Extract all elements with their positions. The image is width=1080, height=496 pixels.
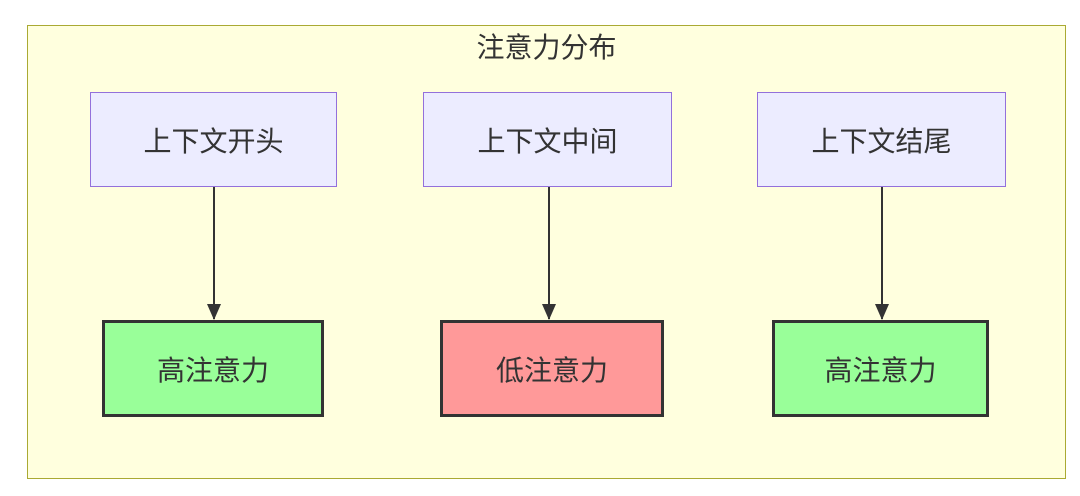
node-context-middle: 上下文中间 — [423, 92, 672, 187]
node-high-attention-left: 高注意力 — [102, 320, 324, 417]
diagram-title: 注意力分布 — [476, 32, 617, 63]
node-context-beginning: 上下文开头 — [90, 92, 337, 187]
node-low-attention-middle: 低注意力 — [440, 320, 664, 417]
node-high-attention-right: 高注意力 — [772, 320, 989, 417]
node-context-end: 上下文结尾 — [757, 92, 1006, 187]
attention-distribution-container: 注意力分布 上下文开头 上下文中间 上下文结尾 高注意力 低注意力 高注意力 — [27, 25, 1066, 479]
